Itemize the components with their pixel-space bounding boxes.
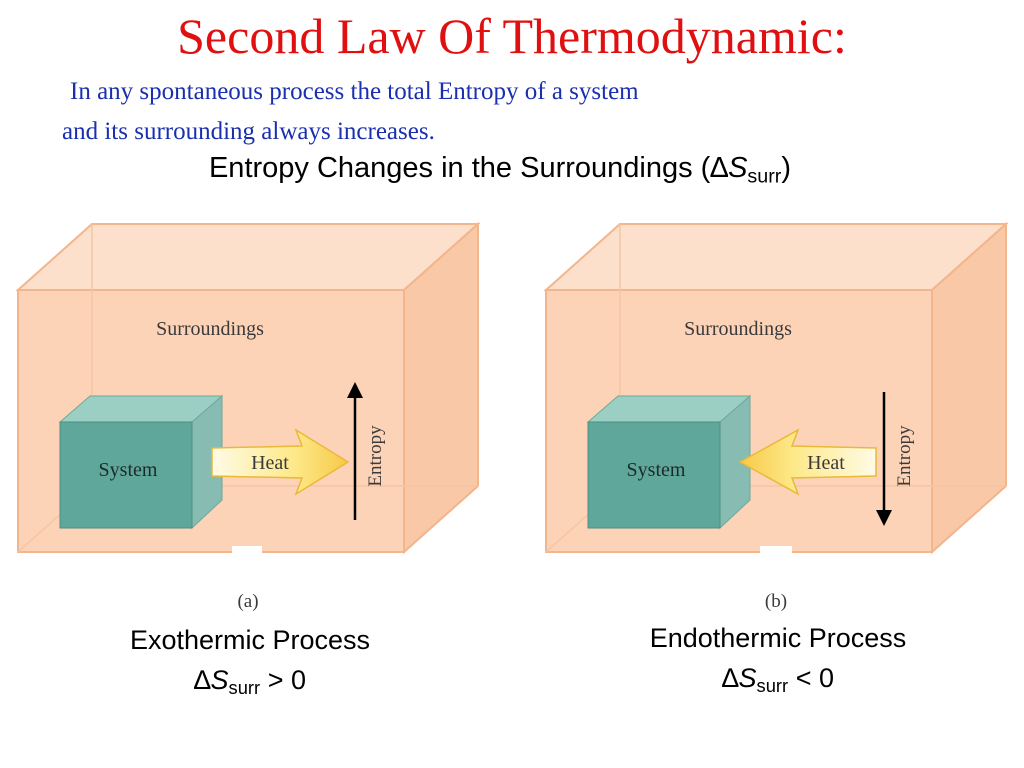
entropy-arrow-down <box>876 392 892 526</box>
process-name-b: Endothermic Process <box>649 623 907 653</box>
heat-arrow-a <box>211 428 350 496</box>
surroundings-label-a: Surroundings <box>156 318 264 340</box>
entropy-relation-a: ∆Ssurr > 0 <box>50 660 450 708</box>
panel-b: Surroundings System Heat Entropy (b) <box>543 221 1009 612</box>
caption-endothermic: Endothermic Process ∆Ssurr < 0 <box>578 618 978 706</box>
system-cube-b <box>586 394 752 530</box>
panel-a: Surroundings System Heat Entropy (a) <box>15 221 481 612</box>
entropy-relation-b: ∆Ssurr < 0 <box>578 658 978 706</box>
subtitle-text: Entropy Changes in the Surroundings ( <box>208 152 711 184</box>
subtitle-close: ) <box>781 152 792 184</box>
entropy-diagram: Surroundings System Heat Entropy (a) Sur… <box>15 221 1009 612</box>
system-cube-a <box>58 394 224 530</box>
system-label-b: System <box>627 459 686 481</box>
heat-label-a: Heat <box>251 452 289 474</box>
process-name-a: Exothermic Process <box>129 625 371 655</box>
system-label-a: System <box>99 459 158 481</box>
delta-symbol-a: ∆ <box>194 665 211 695</box>
relation-value-b: < 0 <box>795 663 834 693</box>
subtitle-delta: ∆ <box>710 152 729 184</box>
entropy-subscript-b: surr <box>756 675 789 697</box>
entropy-subscript-a: surr <box>228 677 261 699</box>
slide-title: Second Law Of Thermodynamic: <box>177 8 847 64</box>
law-statement: In any spontaneous process the total Ent… <box>62 72 882 152</box>
heat-arrow-b <box>738 428 877 496</box>
law-statement-line-2: and its surrounding always increases. <box>62 118 435 145</box>
entropy-label-a: Entropy <box>365 425 386 487</box>
entropy-symbol-b: S <box>738 663 757 693</box>
caption-exothermic: Exothermic Process ∆Ssurr > 0 <box>50 620 450 708</box>
relation-value-a: > 0 <box>267 665 306 695</box>
entropy-label-b: Entropy <box>894 425 915 487</box>
subtitle-symbol: S <box>728 152 748 184</box>
section-subtitle: Entropy Changes in the Surroundings (∆Ss… <box>0 148 1000 197</box>
subtitle-subscript: surr <box>747 165 782 188</box>
law-statement-line-1: In any spontaneous process the total Ent… <box>70 78 639 105</box>
panel-letter-a: (a) <box>237 591 258 612</box>
delta-symbol-b: ∆ <box>722 663 739 693</box>
panel-letter-b: (b) <box>765 591 787 612</box>
heat-label-b: Heat <box>807 452 845 474</box>
surroundings-label-b: Surroundings <box>684 318 792 340</box>
entropy-symbol-a: S <box>210 665 229 695</box>
entropy-arrow-up <box>347 382 363 520</box>
